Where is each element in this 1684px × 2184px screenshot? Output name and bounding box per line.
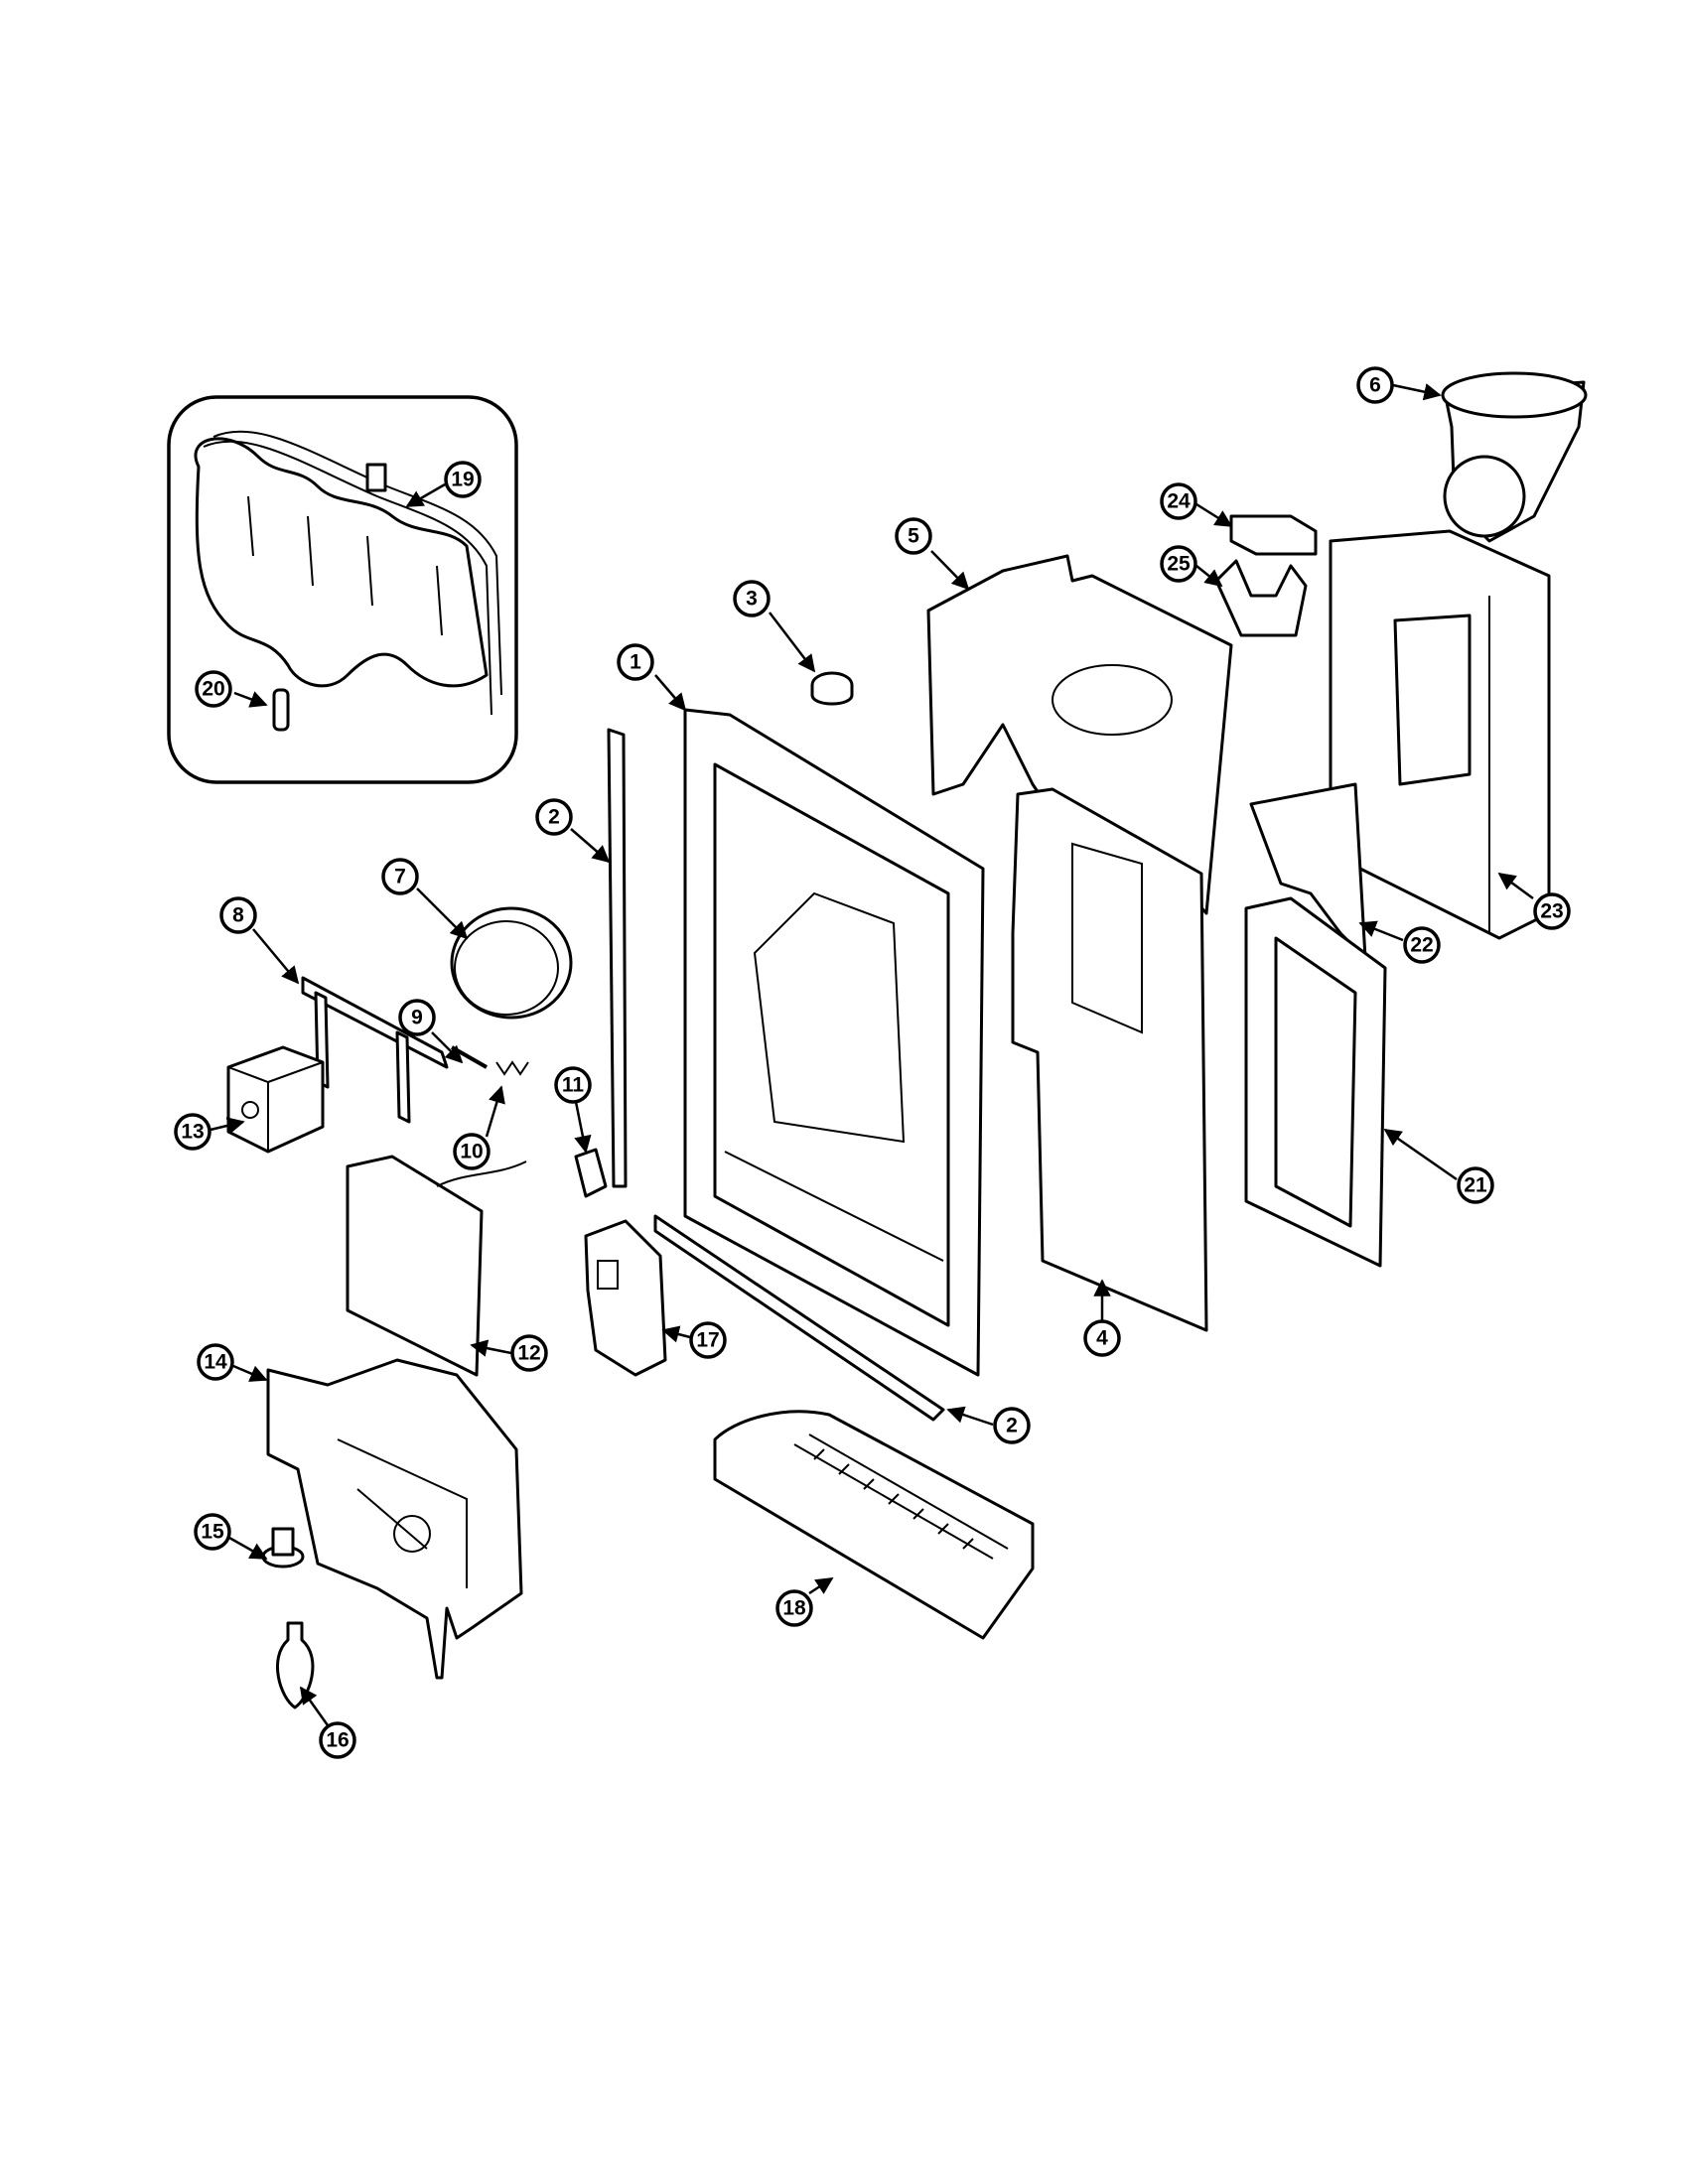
motor-assembly-part xyxy=(266,1358,523,1680)
callout-20: 20 xyxy=(195,670,232,708)
svg-text:10: 10 xyxy=(460,1141,483,1163)
cap-part xyxy=(810,671,854,706)
callout-6: 6 xyxy=(1356,366,1394,404)
svg-text:19: 19 xyxy=(451,469,474,491)
svg-text:2: 2 xyxy=(548,806,560,829)
control-board-part xyxy=(346,1155,527,1377)
paddle-part xyxy=(584,1219,667,1377)
dispenser-housing-part xyxy=(1329,529,1551,940)
svg-text:5: 5 xyxy=(908,525,919,548)
leader-lines xyxy=(210,383,1534,1726)
callout-19: 19 xyxy=(444,461,482,498)
ice-chute-part xyxy=(1441,371,1588,543)
lamp-socket-part xyxy=(261,1527,305,1569)
solenoid-part xyxy=(226,1045,325,1154)
rear-panel-part xyxy=(1011,787,1208,1332)
trim-strip-vertical-part xyxy=(607,728,628,1188)
svg-text:13: 13 xyxy=(181,1121,204,1144)
svg-text:22: 22 xyxy=(1410,934,1433,957)
svg-text:14: 14 xyxy=(204,1351,227,1374)
callout-21: 21 xyxy=(1457,1166,1494,1204)
switch-part xyxy=(574,1148,608,1198)
svg-text:25: 25 xyxy=(1167,553,1191,576)
callout-1: 1 xyxy=(617,643,654,681)
drip-tray-part xyxy=(713,1410,1035,1640)
callout-5: 5 xyxy=(895,517,932,555)
svg-text:17: 17 xyxy=(696,1329,719,1352)
pad-part xyxy=(1229,514,1318,556)
heater-assembly-part xyxy=(194,430,502,716)
svg-text:20: 20 xyxy=(202,678,224,701)
svg-text:12: 12 xyxy=(517,1342,540,1365)
spring-part xyxy=(495,1060,529,1076)
svg-text:21: 21 xyxy=(1464,1174,1487,1197)
callout-2-upper: 2 xyxy=(535,798,573,836)
callout-23: 23 xyxy=(1533,892,1571,930)
callout-11: 11 xyxy=(554,1066,592,1104)
callout-18: 18 xyxy=(775,1589,813,1627)
svg-text:16: 16 xyxy=(326,1729,349,1752)
callout-8: 8 xyxy=(219,896,257,934)
round-cover-part xyxy=(450,906,573,1020)
callout-7: 7 xyxy=(381,858,419,895)
callout-9: 9 xyxy=(398,999,436,1036)
svg-text:3: 3 xyxy=(746,588,758,611)
svg-text:18: 18 xyxy=(782,1597,806,1620)
callout-17: 17 xyxy=(689,1321,727,1359)
svg-text:6: 6 xyxy=(1369,374,1381,397)
svg-text:4: 4 xyxy=(1096,1327,1108,1350)
svg-text:23: 23 xyxy=(1540,900,1563,923)
svg-text:2: 2 xyxy=(1006,1415,1018,1437)
callout-15: 15 xyxy=(194,1513,231,1551)
callout-4: 4 xyxy=(1083,1319,1121,1357)
svg-text:11: 11 xyxy=(562,1074,585,1097)
trim-strip-horizontal-part xyxy=(653,1214,945,1422)
callout-2-lower: 2 xyxy=(993,1407,1031,1444)
svg-text:7: 7 xyxy=(394,866,406,888)
svg-text:9: 9 xyxy=(411,1007,423,1029)
svg-text:8: 8 xyxy=(232,904,244,927)
bracket-part xyxy=(1214,559,1308,637)
callout-14: 14 xyxy=(197,1343,234,1381)
callout-24: 24 xyxy=(1160,482,1197,520)
svg-text:24: 24 xyxy=(1167,490,1191,513)
callout-22: 22 xyxy=(1403,926,1441,964)
inset-box xyxy=(167,395,518,784)
callout-10: 10 xyxy=(453,1133,491,1170)
thermal-fuse-part xyxy=(272,688,290,732)
callout-16: 16 xyxy=(319,1721,356,1759)
svg-text:1: 1 xyxy=(630,651,641,674)
callout-25: 25 xyxy=(1160,545,1197,583)
callout-3: 3 xyxy=(733,580,771,617)
main-frame-part xyxy=(683,708,985,1377)
callout-12: 12 xyxy=(510,1334,548,1372)
svg-text:15: 15 xyxy=(201,1521,224,1544)
actuator-arm-part xyxy=(301,976,449,1124)
callout-13: 13 xyxy=(174,1113,211,1151)
dispenser-frame-part xyxy=(1244,896,1387,1268)
